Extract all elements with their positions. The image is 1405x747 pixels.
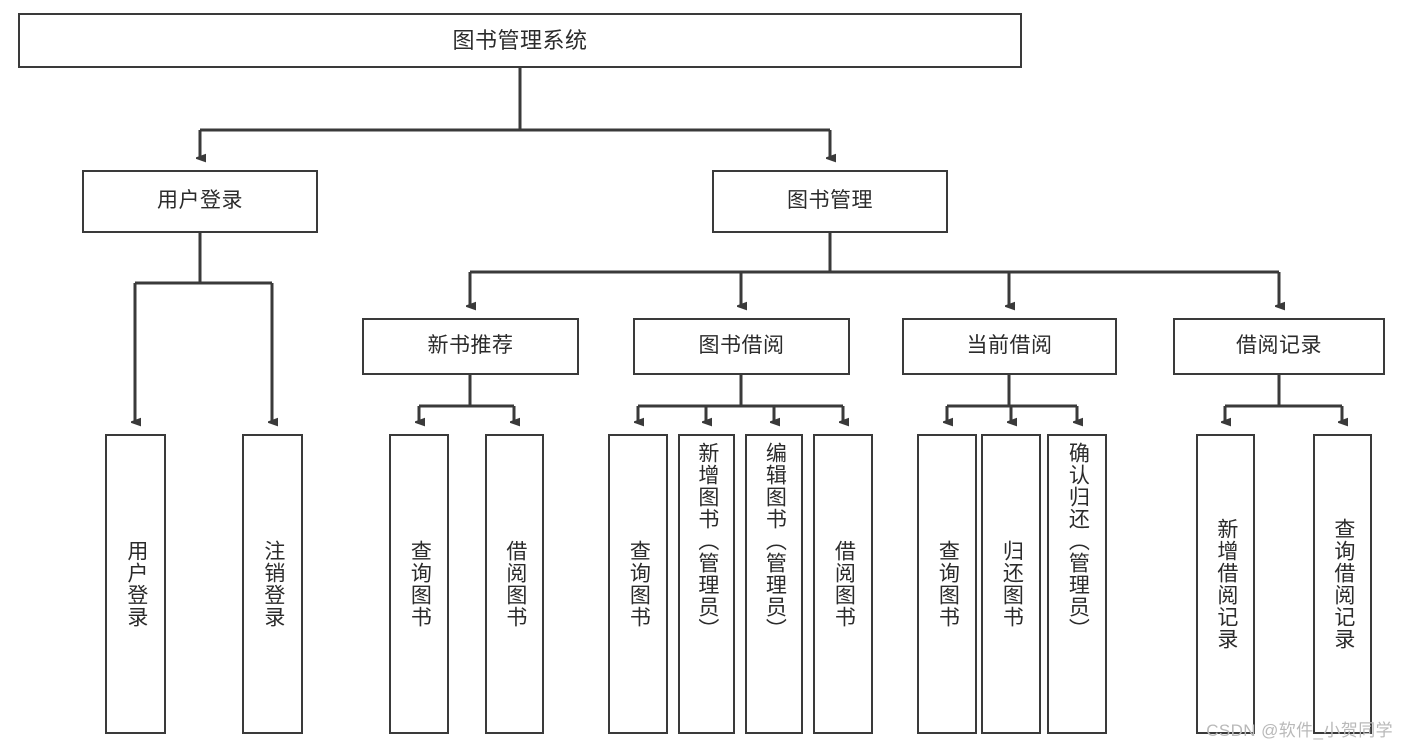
watermark-text: CSDN @软件_小贺同学 (1206, 721, 1393, 740)
node-current-borrow-label: 当前借阅 (966, 334, 1053, 358)
node-leaf-query-book-1[interactable]: 查询图书 (389, 434, 449, 734)
node-leaf-add-book-admin-label: 新增图书（管理员） (695, 442, 719, 640)
node-leaf-query-book-3[interactable]: 查询图书 (917, 434, 977, 734)
node-leaf-borrow-book-2[interactable]: 借阅图书 (813, 434, 873, 734)
node-leaf-confirm-return-admin[interactable]: 确认归还（管理员） (1047, 434, 1107, 734)
node-leaf-borrow-book-2-label: 借阅图书 (832, 540, 856, 628)
node-leaf-user-login-label: 用户登录 (124, 540, 148, 628)
node-leaf-confirm-return-admin-label: 确认归还（管理员） (1066, 442, 1090, 640)
node-root-label: 图书管理系统 (452, 27, 588, 53)
node-leaf-borrow-book-1-label: 借阅图书 (503, 540, 527, 628)
node-leaf-add-borrow-record-label: 新增借阅记录 (1214, 518, 1238, 650)
node-leaf-borrow-book-1[interactable]: 借阅图书 (485, 434, 544, 734)
node-leaf-add-borrow-record[interactable]: 新增借阅记录 (1196, 434, 1255, 734)
node-book-borrow-label: 图书借阅 (698, 334, 785, 358)
node-book-management-label: 图书管理 (787, 189, 873, 213)
node-current-borrow[interactable]: 当前借阅 (902, 318, 1117, 375)
node-leaf-query-book-1-label: 查询图书 (408, 540, 432, 628)
node-leaf-return-book-label: 归还图书 (1000, 540, 1024, 628)
node-leaf-edit-book-admin-label: 编辑图书（管理员） (763, 442, 787, 640)
node-root[interactable]: 图书管理系统 (18, 13, 1022, 68)
node-leaf-return-book[interactable]: 归还图书 (981, 434, 1041, 734)
node-book-management[interactable]: 图书管理 (712, 170, 948, 233)
node-user-login-label: 用户登录 (157, 189, 243, 213)
node-book-borrow[interactable]: 图书借阅 (633, 318, 850, 375)
node-borrow-record[interactable]: 借阅记录 (1173, 318, 1385, 375)
node-borrow-record-label: 借阅记录 (1236, 334, 1322, 358)
node-new-book-recommend[interactable]: 新书推荐 (362, 318, 579, 375)
node-leaf-logout[interactable]: 注销登录 (242, 434, 303, 734)
node-leaf-logout-label: 注销登录 (261, 540, 285, 628)
node-leaf-user-login[interactable]: 用户登录 (105, 434, 166, 734)
node-new-book-recommend-label: 新书推荐 (427, 334, 514, 358)
node-leaf-query-borrow-record[interactable]: 查询借阅记录 (1313, 434, 1372, 734)
node-leaf-edit-book-admin[interactable]: 编辑图书（管理员） (745, 434, 803, 734)
node-leaf-query-borrow-record-label: 查询借阅记录 (1331, 518, 1355, 650)
node-leaf-query-book-3-label: 查询图书 (936, 540, 960, 628)
node-user-login[interactable]: 用户登录 (82, 170, 318, 233)
node-leaf-query-book-2-label: 查询图书 (627, 540, 651, 628)
node-leaf-add-book-admin[interactable]: 新增图书（管理员） (678, 434, 735, 734)
node-leaf-query-book-2[interactable]: 查询图书 (608, 434, 668, 734)
